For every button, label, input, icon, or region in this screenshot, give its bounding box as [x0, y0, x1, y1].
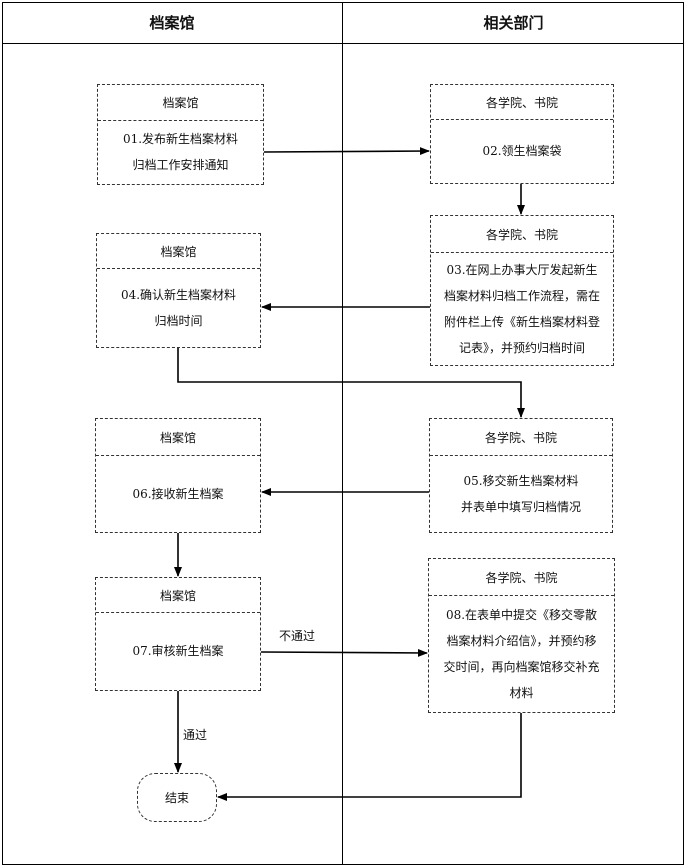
- arrow-07-to-08: [260, 648, 428, 657]
- edge-label-pass: 通过: [183, 728, 208, 742]
- node-04-header: 档案馆: [97, 234, 260, 269]
- node-05-text: 05.移交新生档案材料 并表单中填写归档情况: [460, 473, 581, 514]
- node-01-text: 01.发布新生档案材料 归档工作安排通知: [122, 132, 239, 172]
- node-07-text: 07.审核新生档案: [132, 644, 224, 658]
- lane-divider: [342, 2, 343, 865]
- node-06-header: 档案馆: [96, 419, 260, 456]
- node-08: 各学院、书院 08.在表单中提交《移交零散 档案材料介绍信》，并预约移 交时间，…: [428, 558, 615, 713]
- node-05: 各学院、书院 05.移交新生档案材料 并表单中填写归档情况: [429, 418, 613, 533]
- header-row-divider: [2, 43, 684, 44]
- arrow-08-to-end: [217, 713, 522, 801]
- lane-title-archives: 档案馆: [149, 14, 195, 32]
- node-08-text: 08.在表单中提交《移交零散 档案材料介绍信》，并预约移 交时间，再向档案馆移交…: [443, 607, 600, 700]
- node-06-text: 06.接收新生档案: [132, 486, 224, 501]
- node-03-header: 各学院、书院: [431, 216, 613, 253]
- node-02-header: 各学院、书院: [431, 85, 613, 120]
- end-node: 结束: [137, 773, 217, 822]
- node-05-header: 各学院、书院: [430, 419, 612, 456]
- node-07-header: 档案馆: [96, 578, 260, 613]
- arrow-01-to-02: [263, 147, 430, 156]
- lane-title-departments: 相关部门: [483, 14, 544, 32]
- node-01: 档案馆 01.发布新生档案材料 归档工作安排通知: [97, 84, 264, 185]
- node-08-header: 各学院、书院: [429, 559, 614, 596]
- arrow-04-to-05: [177, 348, 525, 418]
- node-03-text: 03.在网上办事大厅发起新生 档案材料归档工作流程，需在 附件栏上传《新生档案材…: [443, 262, 600, 355]
- node-06: 档案馆 06.接收新生档案: [95, 418, 261, 533]
- node-04-text: 04.确认新生档案材料 归档时间: [120, 287, 237, 328]
- node-01-header: 档案馆: [98, 85, 263, 121]
- node-04: 档案馆 04.确认新生档案材料 归档时间: [96, 233, 261, 348]
- edge-label-fail: 不通过: [279, 629, 316, 643]
- node-03: 各学院、书院 03.在网上办事大厅发起新生 档案材料归档工作流程，需在 附件栏上…: [430, 215, 614, 366]
- node-07: 档案馆 07.审核新生档案: [95, 577, 261, 691]
- node-02-text: 02.领生档案袋: [482, 144, 562, 158]
- node-02: 各学院、书院 02.领生档案袋: [430, 84, 614, 184]
